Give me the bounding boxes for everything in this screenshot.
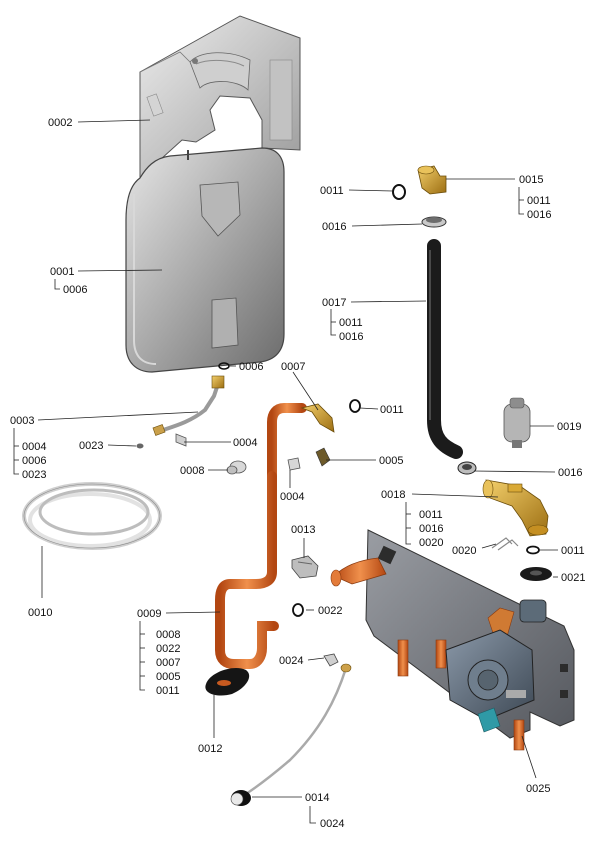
gasket-0012	[205, 667, 250, 696]
label-0005: 0005	[156, 671, 180, 683]
brass-manifold-illustration	[482, 479, 549, 537]
label-0016: 0016	[419, 523, 443, 535]
label-0011: 0011	[320, 185, 344, 197]
air-vent-illustration	[503, 397, 531, 448]
insulation-cover-illustration	[139, 15, 301, 180]
expansion-vessel-illustration	[125, 147, 285, 373]
clip-0004-left	[175, 433, 187, 447]
o-ring-0011-mid	[349, 399, 361, 413]
flexible-pipe-0003	[152, 375, 225, 436]
label-0015: 0015	[519, 174, 543, 186]
valve-0005	[315, 447, 331, 467]
label-0007: 0007	[281, 361, 305, 373]
label-0016: 0016	[558, 467, 582, 479]
label-0004: 0004	[233, 437, 257, 449]
label-0013: 0013	[291, 524, 315, 536]
label-0006: 0006	[22, 455, 46, 467]
fitting-0023	[136, 443, 144, 449]
label-0011: 0011	[561, 545, 585, 557]
label-0003: 0003	[10, 415, 34, 427]
sensor-0014	[230, 663, 352, 806]
leader-lines	[13, 119, 558, 824]
spring-clip-0020	[491, 537, 519, 551]
clip-0016-mid	[457, 461, 477, 475]
label-0023: 0023	[22, 469, 46, 481]
label-0023: 0023	[79, 440, 103, 452]
copper-pipe-0009	[215, 471, 279, 669]
label-0012: 0012	[198, 743, 222, 755]
clip-0013	[291, 555, 319, 579]
label-0020: 0020	[419, 537, 443, 549]
label-0011: 0011	[419, 509, 443, 521]
gasket-0021	[520, 567, 552, 581]
label-0021: 0021	[561, 572, 585, 584]
label-0022: 0022	[156, 643, 180, 655]
label-0010: 0010	[28, 607, 52, 619]
o-ring-0011-right	[526, 545, 540, 555]
part-labels: 0002 0001 0006 0011 0015 0011 0016 0016 …	[10, 117, 585, 830]
hydraulic-block-0025	[330, 529, 575, 751]
label-0018: 0018	[381, 489, 405, 501]
o-ring-0006	[218, 362, 230, 370]
o-ring-0011-top	[392, 184, 406, 200]
label-0008: 0008	[180, 465, 204, 477]
label-0019: 0019	[557, 421, 581, 433]
o-ring-0022	[292, 603, 304, 617]
label-0002: 0002	[48, 117, 72, 129]
label-0016: 0016	[339, 331, 363, 343]
brass-elbow-illustration	[417, 165, 447, 195]
label-0024: 0024	[279, 655, 303, 667]
label-0011: 0011	[527, 195, 551, 207]
label-0025: 0025	[526, 783, 550, 795]
label-0008: 0008	[156, 629, 180, 641]
label-0016: 0016	[527, 209, 551, 221]
coiled-hose-0010	[22, 482, 162, 550]
clip-0004-mid	[287, 457, 301, 471]
label-0006: 0006	[63, 284, 87, 296]
label-0022: 0022	[318, 605, 342, 617]
label-0007: 0007	[156, 657, 180, 669]
label-0020: 0020	[452, 545, 476, 557]
label-0004: 0004	[280, 491, 304, 503]
label-0005: 0005	[379, 455, 403, 467]
copper-pipe-0007	[267, 403, 335, 481]
flexible-hose-illustration	[427, 239, 463, 459]
fitting-0008	[226, 460, 247, 475]
label-0016: 0016	[322, 221, 346, 233]
label-0001: 0001	[50, 266, 74, 278]
label-0011: 0011	[339, 317, 363, 329]
label-0014: 0014	[305, 792, 329, 804]
label-0004: 0004	[22, 441, 46, 453]
label-0011: 0011	[380, 404, 404, 416]
label-0009: 0009	[137, 608, 161, 620]
label-0017: 0017	[322, 297, 346, 309]
label-0011: 0011	[156, 685, 180, 697]
label-0024: 0024	[320, 818, 344, 830]
clip-0024	[323, 653, 339, 667]
label-0006: 0006	[239, 361, 263, 373]
clip-0016-top	[421, 216, 447, 228]
